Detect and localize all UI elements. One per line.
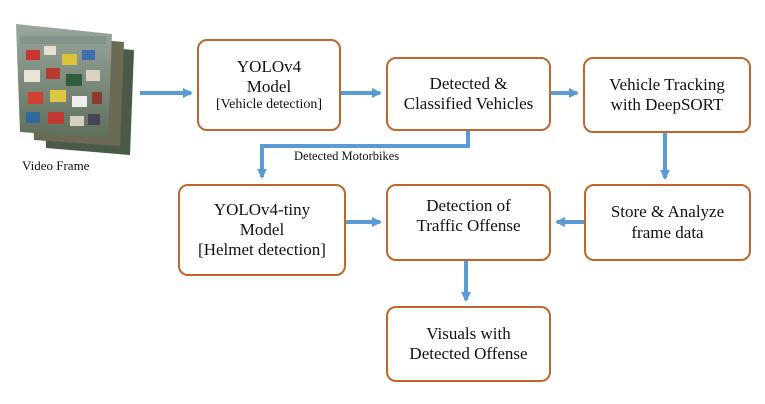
node-yolotiny-line2: Model <box>239 219 285 239</box>
node-yolov4-line3: [Vehicle detection] <box>215 96 323 112</box>
node-detected-classified: Detected & Classified Vehicles <box>386 57 551 131</box>
node-yolov4-line2: Model <box>246 76 292 96</box>
video-frame-image <box>12 20 142 160</box>
node-tracking-line1: Vehicle Tracking <box>609 74 725 94</box>
node-store-line2: frame data <box>631 222 704 242</box>
node-visuals-offense: Visuals with Detected Offense <box>386 306 551 382</box>
video-frame-caption: Video Frame <box>22 158 90 173</box>
node-store-analyze: Store & Analyze frame data <box>584 184 751 261</box>
node-detection-offense: Detection of Traffic Offense <box>386 184 551 261</box>
node-visuals-line2: Detected Offense <box>409 344 528 363</box>
node-detected-line2: Classified Vehicles <box>403 94 534 113</box>
node-offense-line1: Detection of <box>426 196 511 215</box>
node-yolotiny-line3: [Helmet detection] <box>198 240 326 260</box>
node-yolov4-model: YOLOv4 Model [Vehicle detection] <box>197 39 341 131</box>
node-yolotiny-line1: YOLOv4-tiny <box>213 199 311 219</box>
node-detected-line1: Detected & <box>429 73 508 93</box>
node-yolov4-line1: YOLOv4 <box>236 56 302 76</box>
node-tracking-line2: with DeepSORT <box>610 95 724 114</box>
node-vehicle-tracking: Vehicle Tracking with DeepSORT <box>583 57 751 133</box>
arrow-detected-to-yolotiny <box>257 131 470 179</box>
node-store-line1: Store & Analyze <box>610 202 725 222</box>
node-offense-line2: Traffic Offense <box>416 216 521 236</box>
node-yolov4-tiny-model: YOLOv4-tiny Model [Helmet detection] <box>178 184 346 276</box>
node-visuals-line1: Visuals with <box>426 323 511 343</box>
edge-label-motorbikes: Detected Motorbikes <box>294 149 400 163</box>
